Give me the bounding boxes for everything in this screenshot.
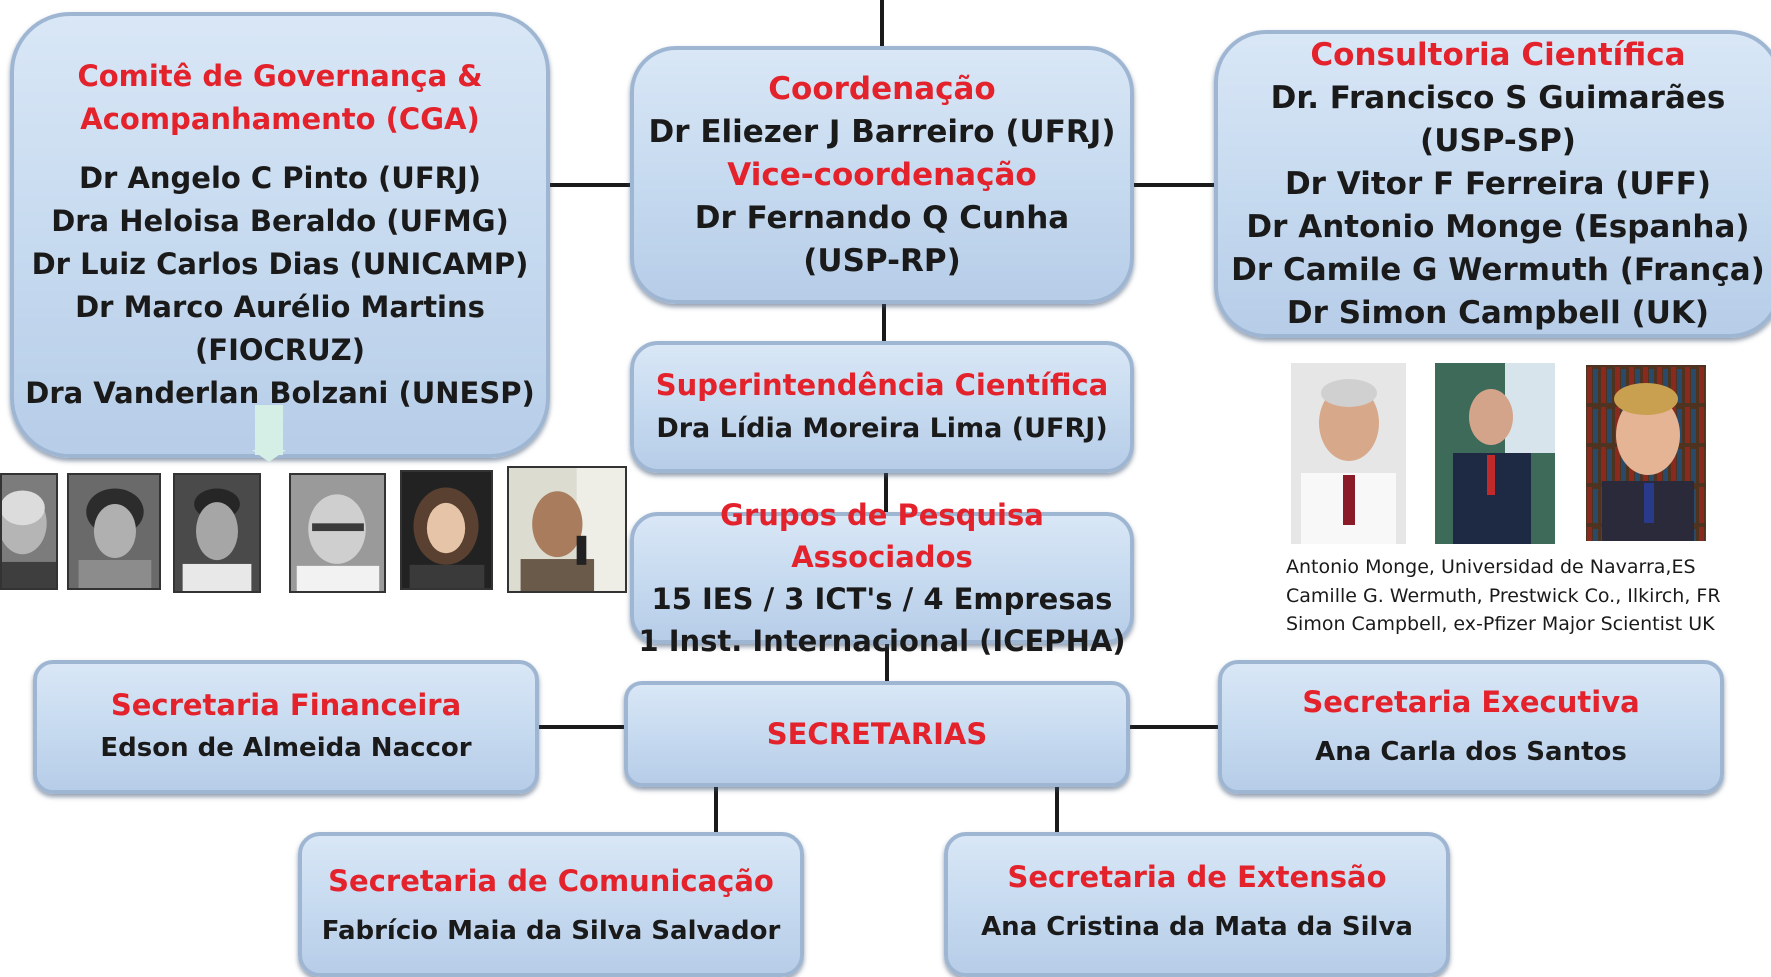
- connector-super-grupos: [884, 472, 888, 514]
- cga-down-marker: [255, 405, 283, 455]
- sec-financeira-title: Secretaria Financeira: [110, 688, 462, 722]
- caption-line: Antonio Monge, Universidad de Navarra,ES: [1286, 556, 1696, 578]
- cga-box[interactable]: Comitê de Governança & Acompanhamento (C…: [10, 12, 550, 458]
- grupos-line: 1 Inst. Internacional (ICEPHA): [638, 624, 1126, 658]
- cga-member-photo-5: [400, 470, 493, 590]
- cga-member-photo-6: [507, 466, 627, 593]
- consultant-photo-monge: [1291, 363, 1406, 544]
- cga-down-marker-tip: [252, 450, 286, 462]
- sec-comunicacao-name: Fabrício Maia da Silva Salvador: [321, 916, 781, 946]
- consultoria-member: Dr. Francisco S Guimarães (USP-SP): [1270, 79, 1726, 159]
- coordenacao-title: Coordenação: [768, 70, 996, 107]
- coordenacao-box[interactable]: Coordenação Dr Eliezer J Barreiro (UFRJ)…: [630, 46, 1134, 304]
- sec-extensao-box[interactable]: Secretaria de Extensão Ana Cristina da M…: [944, 832, 1450, 977]
- connector-cga-coord: [548, 183, 632, 187]
- sec-extensao-name: Ana Cristina da Mata da Silva: [981, 912, 1413, 942]
- consultoria-member: Dr Antonio Monge (Espanha): [1246, 208, 1750, 245]
- cga-member: Dr Angelo C Pinto (UFRJ): [78, 161, 482, 195]
- superintendencia-title: Superintendência Científica: [655, 368, 1109, 402]
- superintendente-name: Dra Lídia Moreira Lima (UFRJ): [656, 413, 1108, 444]
- cga-member: (FIOCRUZ): [195, 333, 365, 367]
- connector-fin-sec: [538, 725, 626, 729]
- cga-member-photo-4: [289, 473, 386, 593]
- sec-executiva-title: Secretaria Executiva: [1302, 685, 1640, 719]
- secretarias-box[interactable]: SECRETARIAS: [624, 681, 1130, 787]
- connector-grupos-sec: [885, 644, 889, 682]
- connector-sec-ext: [1055, 786, 1059, 833]
- grupos-title: Grupos de Pesquisa Associados: [720, 498, 1044, 574]
- grupos-box[interactable]: Grupos de Pesquisa Associados 15 IES / 3…: [630, 498, 1134, 658]
- cga-member: Dra Heloisa Beraldo (UFMG): [51, 204, 509, 238]
- consultant-captions: Antonio Monge, Universidad de Navarra,ES…: [1286, 553, 1721, 639]
- superintendencia-box[interactable]: Superintendência Científica Dra Lídia Mo…: [630, 341, 1134, 473]
- consultoria-member: Dr Vitor F Ferreira (UFF): [1284, 165, 1712, 202]
- secretarias-title: SECRETARIAS: [766, 717, 988, 751]
- consultant-photo-wermuth: [1435, 363, 1555, 544]
- cga-member-photo-3: [173, 473, 261, 593]
- sec-comunicacao-box[interactable]: Secretaria de Comunicação Fabrício Maia …: [298, 832, 804, 977]
- cga-member-photo-1: [0, 473, 58, 590]
- caption-line: Simon Campbell, ex-Pfizer Major Scientis…: [1286, 613, 1715, 635]
- connector-coord-super: [882, 304, 886, 342]
- caption-line: Camille G. Wermuth, Prestwick Co., Ilkir…: [1286, 584, 1721, 607]
- connector-sec-exec: [1128, 725, 1220, 729]
- sec-executiva-box[interactable]: Secretaria Executiva Ana Carla dos Santo…: [1218, 660, 1724, 794]
- cga-title-line-1: Comitê de Governança &: [77, 59, 483, 93]
- sec-financeira-name: Edson de Almeida Naccor: [100, 733, 472, 763]
- sec-executiva-name: Ana Carla dos Santos: [1315, 737, 1627, 767]
- sec-extensao-title: Secretaria de Extensão: [1007, 860, 1387, 894]
- cga-member: Dr Marco Aurélio Martins: [75, 290, 485, 324]
- connector-sec-com: [714, 786, 718, 833]
- sec-financeira-box[interactable]: Secretaria Financeira Edson de Almeida N…: [33, 660, 539, 794]
- vice-coordenacao-title: Vice-coordenação: [727, 156, 1037, 193]
- coordenador-name: Dr Eliezer J Barreiro (UFRJ): [648, 113, 1116, 150]
- grupos-line: 15 IES / 3 ICT's / 4 Empresas: [651, 582, 1113, 616]
- consultoria-member: Dr Simon Campbell (UK): [1286, 294, 1710, 331]
- consultoria-member: Dr Camile G Wermuth (França): [1231, 251, 1765, 288]
- vice-coordenador-name: Dr Fernando Q Cunha: [694, 199, 1070, 236]
- cga-title-line-2: Acompanhamento (CGA): [80, 102, 480, 136]
- connector-coord-consult: [1132, 183, 1216, 187]
- cga-member: Dra Vanderlan Bolzani (UNESP): [25, 376, 535, 410]
- connector-top: [880, 0, 884, 46]
- cga-member: Dr Luiz Carlos Dias (UNICAMP): [31, 247, 529, 281]
- consultant-photo-campbell: [1586, 365, 1706, 541]
- vice-coordenador-affiliation: (USP-RP): [803, 242, 961, 279]
- consultoria-title: Consultoria Científica: [1310, 36, 1686, 73]
- consultoria-box[interactable]: Consultoria Científica Dr. Francisco S G…: [1214, 30, 1771, 338]
- sec-comunicacao-title: Secretaria de Comunicação: [328, 864, 774, 898]
- cga-member-photo-2: [67, 473, 161, 590]
